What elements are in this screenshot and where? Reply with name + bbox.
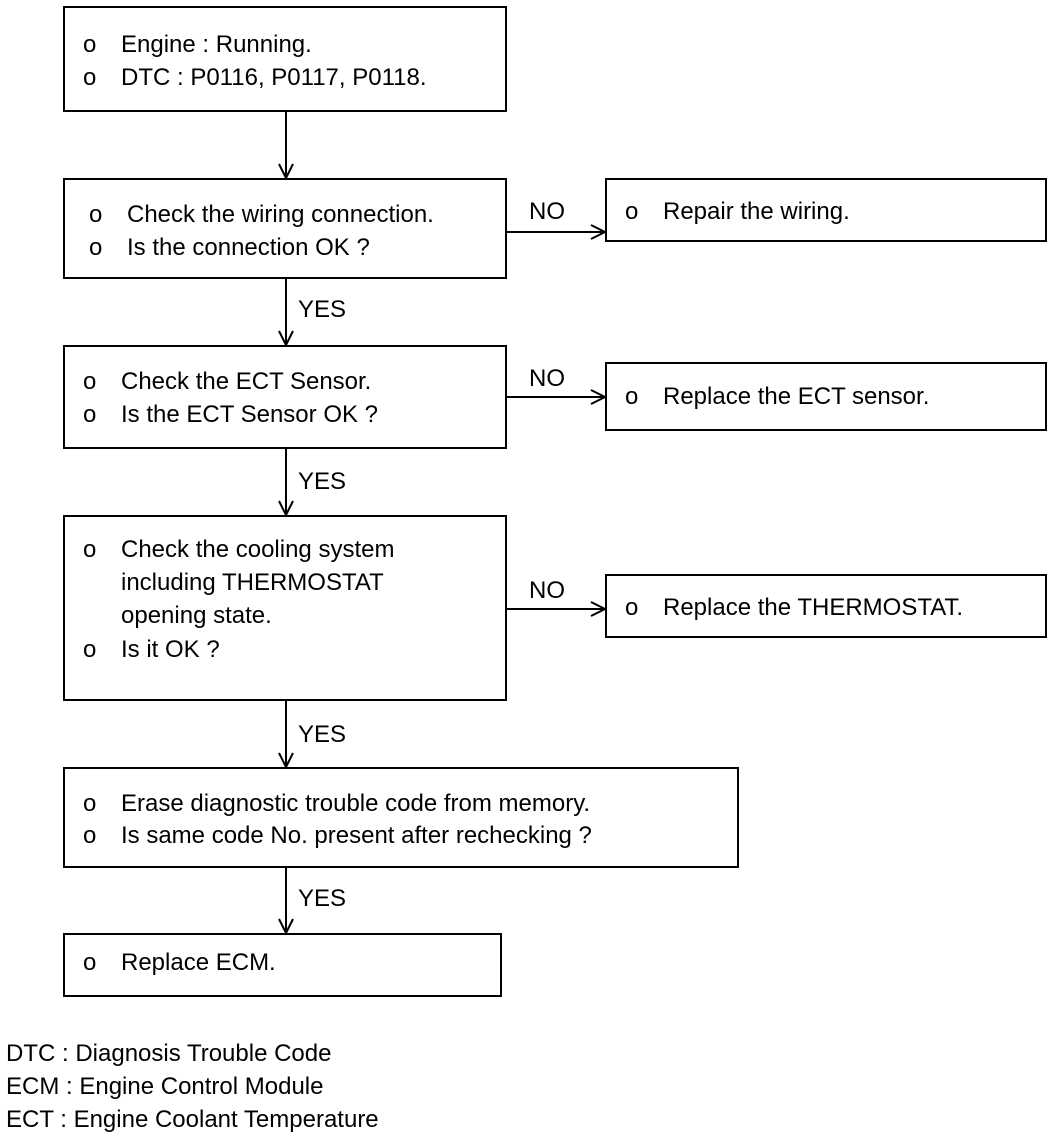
start-line-dtc: DTC : P0116, P0117, P0118. xyxy=(121,64,427,91)
bullet: o xyxy=(83,401,97,428)
replace-ecm-box: o Replace ECM. xyxy=(63,933,502,997)
check-wiring-text: Check the wiring connection. xyxy=(127,201,434,228)
no-label-cooling: NO xyxy=(529,577,565,604)
legend-ect: ECT : Engine Coolant Temperature xyxy=(6,1106,379,1133)
bullet: o xyxy=(83,790,97,817)
bullet: o xyxy=(625,198,639,225)
check-cooling-text-3: opening state. xyxy=(121,602,272,629)
repair-wiring-text: Repair the wiring. xyxy=(663,198,850,225)
check-cooling-question: Is it OK ? xyxy=(121,636,220,663)
replace-thermostat-text: Replace the THERMOSTAT. xyxy=(663,594,964,621)
check-cooling-box: o Check the cooling system including THER… xyxy=(63,515,507,701)
check-wiring-question: Is the connection OK ? xyxy=(127,234,370,261)
check-cooling-text-2: including THERMOSTAT xyxy=(121,569,384,596)
replace-ecm-text: Replace ECM. xyxy=(121,949,276,976)
check-ect-text: Check the ECT Sensor. xyxy=(121,368,372,395)
bullet: o xyxy=(83,949,97,976)
repair-wiring-box: o Repair the wiring. xyxy=(605,178,1047,242)
bullet: o xyxy=(83,636,97,663)
no-label-ect: NO xyxy=(529,365,565,392)
check-cooling-text: Check the cooling system xyxy=(121,536,395,563)
bullet: o xyxy=(83,536,97,563)
replace-ect-box: o Replace the ECT sensor. xyxy=(605,362,1047,431)
bullet: o xyxy=(625,594,639,621)
yes-label-3: YES xyxy=(298,721,347,748)
bullet: o xyxy=(89,234,103,261)
legend-dtc: DTC : Diagnosis Trouble Code xyxy=(6,1040,332,1067)
bullet: o xyxy=(83,64,97,91)
yes-label-4: YES xyxy=(298,885,347,912)
erase-dtc-question: Is same code No. present after recheckin… xyxy=(121,822,592,849)
replace-ect-text: Replace the ECT sensor. xyxy=(663,383,930,410)
check-ect-box: o Check the ECT Sensor. o Is the ECT Senso… xyxy=(63,345,507,449)
erase-dtc-text: Erase diagnostic trouble code from memor… xyxy=(121,790,591,817)
check-ect-question: Is the ECT Sensor OK ? xyxy=(121,401,379,428)
yes-label-2: YES xyxy=(298,468,347,495)
bullet: o xyxy=(625,383,639,410)
replace-thermostat-box: o Replace the THERMOSTAT. xyxy=(605,574,1047,638)
bullet: o xyxy=(83,31,97,58)
legend-ecm: ECM : Engine Control Module xyxy=(6,1073,324,1100)
yes-label-1: YES xyxy=(298,296,347,323)
start-line-engine: Engine : Running. xyxy=(121,31,312,58)
bullet: o xyxy=(83,368,97,395)
no-label-wiring: NO xyxy=(529,198,565,225)
bullet: o xyxy=(89,201,103,228)
erase-dtc-box: o Erase diagnostic trouble code from memo… xyxy=(63,767,739,868)
bullet: o xyxy=(83,822,97,849)
check-wiring-box: o Check the wiring connection. o Is the co… xyxy=(63,178,507,279)
